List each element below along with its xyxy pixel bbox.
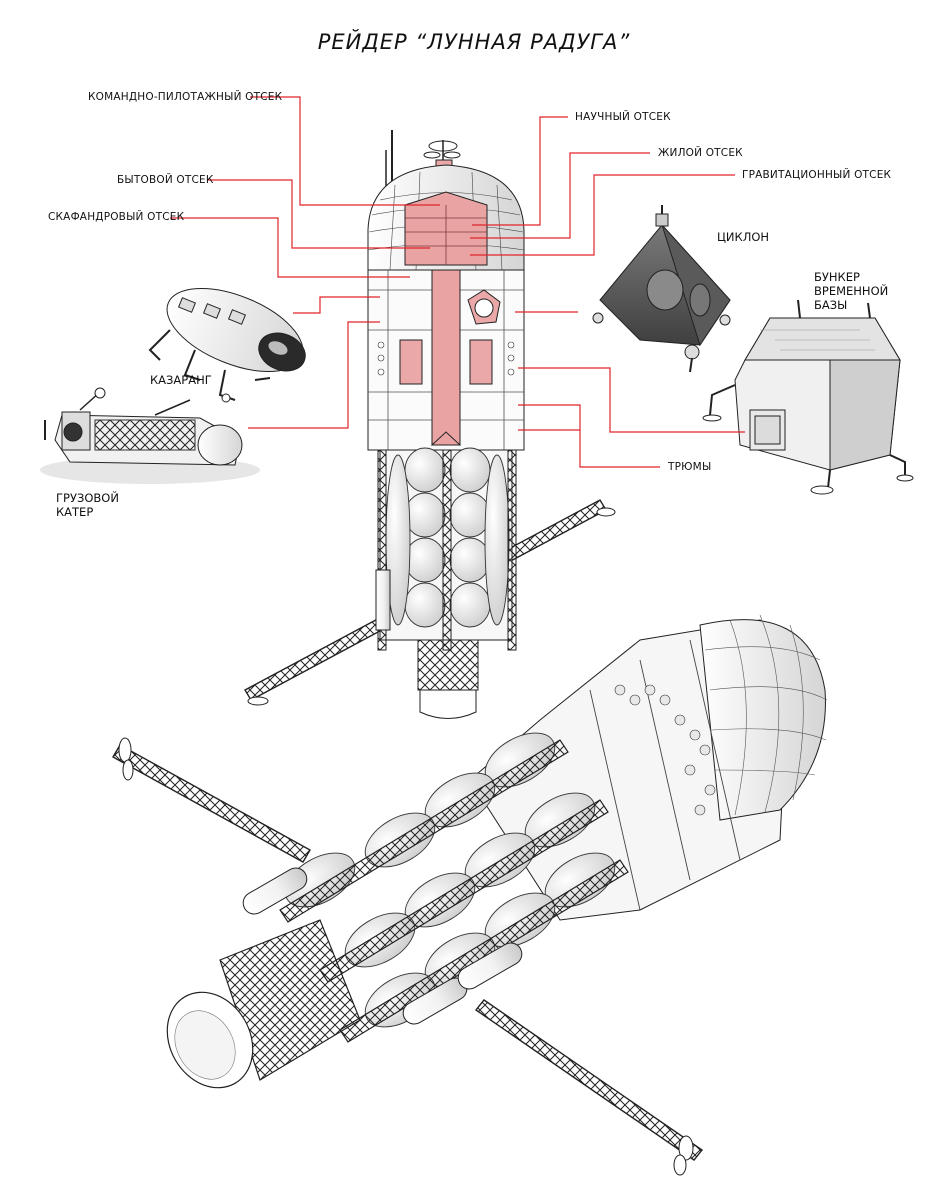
label-cyclone: ЦИКЛОН <box>717 230 770 244</box>
cross-truss-right <box>474 999 704 1176</box>
callout-command: КОМАНДНО-ПИЛОТАЖНЫЙ ОТСЕК <box>88 91 283 103</box>
horizontal-ship <box>112 614 828 1176</box>
leader-living-utility <box>208 179 430 249</box>
leader-spacesuit <box>170 217 410 278</box>
callout-science: НАУЧНЫЙ ОТСЕК <box>575 111 671 123</box>
vertical-tanks <box>375 447 517 719</box>
leader-lines <box>170 96 745 468</box>
vertical-ship <box>244 130 616 719</box>
label-cargo-boat: ГРУЗОВОЙ КАТЕР <box>56 491 119 519</box>
callout-living-utility: БЫТОВОЙ ОТСЕК <box>117 174 214 186</box>
leader-gravity <box>470 174 735 256</box>
callout-holds: ТРЮМЫ <box>668 461 712 473</box>
cross-truss-left <box>112 737 311 863</box>
leader-residential <box>470 152 650 239</box>
leader-command <box>250 96 440 206</box>
callout-residential: ЖИЛОЙ ОТСЕК <box>658 147 743 159</box>
bunker-vehicle <box>702 299 914 495</box>
leader-cargo <box>248 321 380 429</box>
leader-holds <box>518 404 660 468</box>
callout-gravity: ГРАВИТАЦИОННЫЙ ОТСЕК <box>742 169 892 181</box>
callout-spacesuit: СКАФАНДРОВЫЙ ОТСЕК <box>48 211 185 223</box>
leader-bunker <box>518 367 745 433</box>
leader-science <box>472 116 568 226</box>
label-bunker: БУНКЕР ВРЕМЕННОЙ БАЗЫ <box>814 270 889 312</box>
diagram-title: РЕЙДЕР “ЛУННАЯ РАДУГА” <box>317 30 631 54</box>
cyclone-vehicle <box>592 205 731 373</box>
leader-side <box>293 296 380 314</box>
kazarang-vehicle <box>148 288 306 403</box>
cargo-boat-vehicle <box>40 387 260 484</box>
label-kazarang: КАЗАРАНГ <box>150 373 212 387</box>
